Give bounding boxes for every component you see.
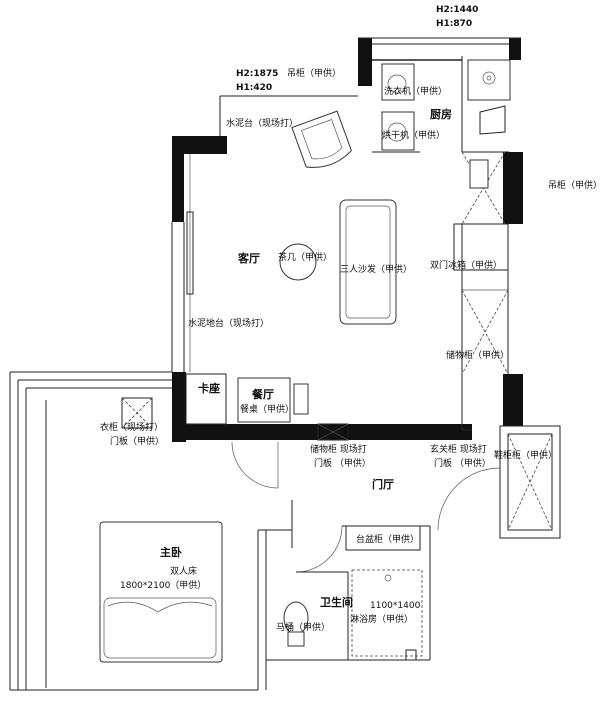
living-walls — [171, 95, 523, 442]
dim-h1-left: H1:420 — [236, 83, 272, 93]
washing-machine — [381, 63, 415, 101]
label-storage-cabinet: 储物柜（甲供） — [446, 349, 509, 361]
label-wardrobe-1: 衣柜（现场打） — [100, 421, 163, 433]
room-dining: 餐厅 — [251, 387, 274, 401]
dryer — [381, 111, 415, 151]
label-wall-cabinet-top: 吊柜（甲供） — [287, 67, 341, 79]
dining-table — [237, 377, 291, 423]
label-fridge: 双门冰箱（甲供） — [430, 259, 502, 271]
double-bed — [99, 521, 223, 663]
dim-h2-left: H2:1875 — [236, 69, 278, 79]
master-bedroom — [9, 371, 258, 691]
label-concrete-counter-top: 水泥台（现场打） — [226, 117, 298, 129]
label-booth: 卡座 — [198, 381, 220, 395]
label-storage-door-1: 储物柜 现场打 — [310, 443, 367, 455]
tea-table — [279, 243, 317, 281]
room-bathroom: 卫生间 — [320, 595, 353, 609]
label-washing-machine: 洗衣机（甲供） — [384, 85, 447, 97]
door-swing — [231, 441, 279, 489]
label-bed-size: 1800*2100（甲供） — [120, 579, 206, 591]
label-toilet: 马桶（甲供） — [276, 621, 330, 633]
label-double-bed: 双人床 — [170, 565, 197, 577]
shower-head-icon — [384, 574, 392, 582]
label-storage-door-2: 门板 （甲供） — [314, 457, 371, 469]
tv-panel — [186, 211, 194, 295]
booth-seat — [185, 373, 227, 425]
room-living: 客厅 — [237, 251, 260, 265]
sofa — [339, 199, 397, 325]
label-shower-room: 淋浴房（甲供） — [350, 613, 413, 625]
basin-cabinet — [345, 525, 421, 551]
storage-cabinet-door — [317, 423, 349, 441]
dining-chair — [293, 383, 309, 415]
room-master-bedroom: 主卧 — [160, 545, 182, 559]
bathroom — [257, 500, 431, 690]
label-shower-size: 1100*1400 — [370, 601, 421, 611]
room-kitchen: 厨房 — [430, 107, 452, 121]
room-entrance: 门厅 — [372, 477, 394, 491]
label-shoe-cabinet: 鞋柜柜（甲供） — [494, 449, 557, 461]
shower-area — [351, 569, 423, 657]
range-hood — [479, 105, 506, 135]
sink — [469, 159, 489, 189]
entry-cabinets — [437, 425, 561, 539]
label-dryer: 烘干机（甲供） — [382, 129, 445, 141]
label-dining-table: 餐桌（甲供） — [240, 403, 294, 415]
kitchen-block — [358, 37, 523, 225]
armchair — [291, 110, 352, 168]
dining-area — [185, 373, 309, 425]
label-sofa: 三人沙发（甲供） — [340, 263, 412, 275]
label-concrete-counter-left: 水泥地台（现场打） — [188, 317, 269, 329]
dim-h1-top: H1:870 — [436, 19, 472, 29]
label-tea-table: 茶几（甲供） — [278, 251, 332, 263]
label-wardrobe-2: 门板（甲供） — [110, 435, 164, 447]
label-entry-cabinet-2: 门板 （甲供） — [434, 457, 491, 469]
label-entry-cabinet-1: 玄关柜 现场打 — [430, 443, 487, 455]
label-wall-cabinet-right: 吊柜（甲供） — [548, 179, 600, 191]
dim-h2-top: H2:1440 — [436, 5, 478, 15]
label-basin-cabinet: 台盆柜（甲供） — [356, 533, 419, 545]
burner-icon — [482, 71, 496, 85]
fridge — [453, 223, 509, 271]
